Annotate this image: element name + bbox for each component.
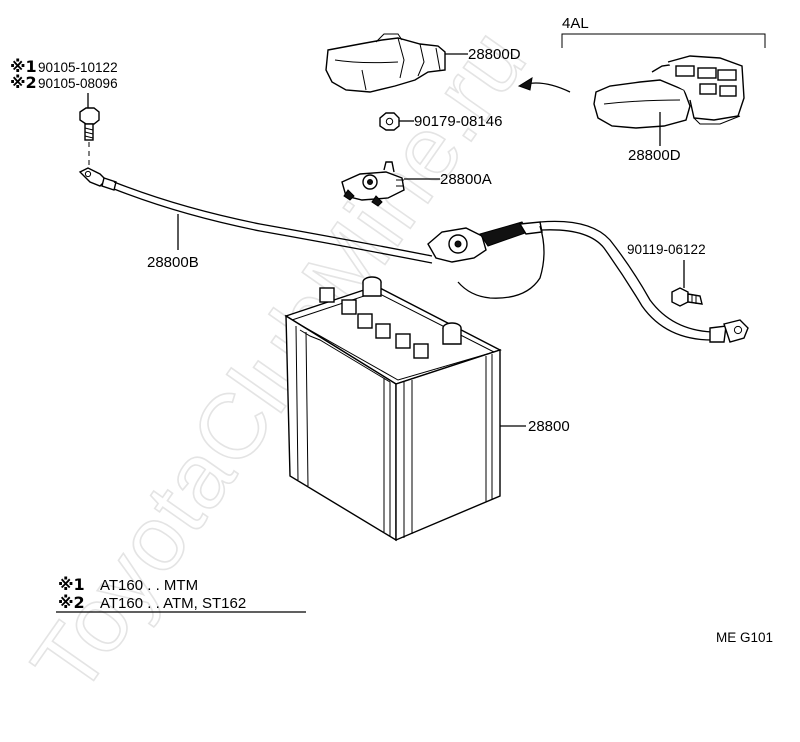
diagram-code: ME G101 bbox=[716, 630, 773, 645]
label-battery: 28800 bbox=[528, 418, 570, 435]
group-label-4al: 4AL bbox=[562, 15, 589, 32]
marker-2: ※2 bbox=[10, 73, 37, 92]
legend-mark-2: ※2 bbox=[58, 593, 85, 612]
arrow-icon bbox=[517, 76, 571, 93]
label-bolt-ref2: 90105-08096 bbox=[38, 76, 118, 91]
label-nut: 90179-08146 bbox=[414, 113, 502, 130]
group-bracket-4al: 4AL bbox=[561, 15, 766, 48]
bolt-reference-list: ※1 90105-10122 ※2 90105-08096 bbox=[10, 57, 118, 92]
legend-text-2: AT160 . . ATM, ST162 bbox=[100, 595, 246, 612]
battery-part bbox=[284, 276, 502, 542]
ground-cable-part bbox=[78, 167, 433, 264]
legend-mark-1: ※1 bbox=[58, 575, 85, 594]
label-bolt-ref1: 90105-10122 bbox=[38, 60, 118, 75]
cable-bolt-part bbox=[671, 287, 703, 307]
legend: ※1 AT160 . . MTM ※2 AT160 . . ATM, ST162 bbox=[56, 575, 306, 613]
battery-caps bbox=[319, 276, 462, 359]
label-cable-bolt: 90119-06122 bbox=[627, 242, 706, 257]
terminal-cover-installed bbox=[593, 55, 745, 129]
nut-part bbox=[379, 112, 400, 131]
label-cover-detached: 28800D bbox=[468, 46, 521, 63]
battery-clamp-part bbox=[341, 161, 405, 207]
battery-terminal-connector bbox=[427, 221, 543, 263]
terminal-cover-detached bbox=[325, 33, 446, 93]
positive-cable-part bbox=[457, 220, 749, 343]
bolt-part bbox=[79, 107, 100, 141]
legend-text-1: AT160 . . MTM bbox=[100, 577, 198, 594]
label-ground-cable: 28800B bbox=[147, 254, 199, 271]
marker-1: ※1 bbox=[10, 57, 37, 76]
label-cover-installed: 28800D bbox=[628, 147, 681, 164]
label-clamp: 28800A bbox=[440, 171, 492, 188]
